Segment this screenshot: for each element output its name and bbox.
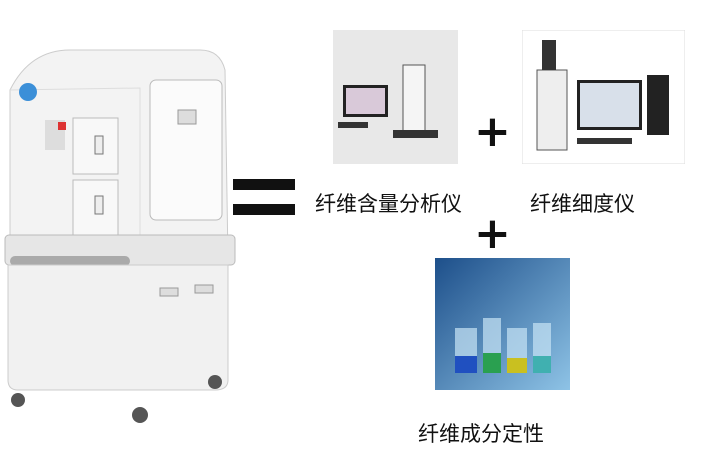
label-fiber-fineness-tester: 纤维细度仪 [530, 192, 635, 216]
plus-sign-1: + [474, 106, 511, 157]
label-fiber-composition-qualitative: 纤维成分定性 [418, 422, 544, 446]
equals-sign-top-bar [233, 179, 295, 190]
lab-test-tubes-image [435, 258, 570, 390]
fineness-tester-image [522, 30, 685, 164]
microscope-image [333, 30, 458, 164]
label-fiber-content-analyzer: 纤维含量分析仪 [315, 192, 462, 216]
fiber-analyzer-machine-image [4, 49, 236, 423]
equals-sign-bottom-bar [233, 204, 295, 215]
plus-sign-2: + [474, 208, 511, 259]
